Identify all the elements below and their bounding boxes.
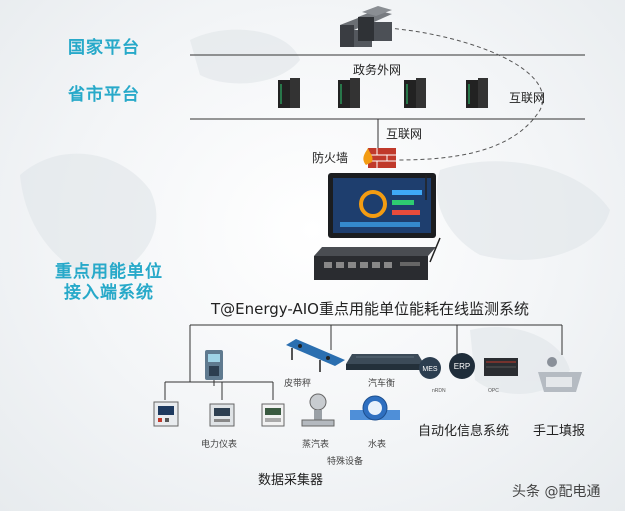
power-meter-icon <box>209 403 235 427</box>
unit-tier-label-line1: 重点用能单位 <box>55 262 163 282</box>
manual-entry-label: 手工填报 <box>533 424 586 439</box>
provincial-server-icon <box>404 78 426 108</box>
water-meter-icon <box>350 395 400 421</box>
data-collector-icon <box>205 350 223 386</box>
manual-entry-icon <box>538 357 582 392</box>
provincial-platform-label: 省市平台 <box>68 85 140 105</box>
unit-tier-label-line2: 接入端系统 <box>64 283 154 303</box>
truck-scale-icon <box>346 354 424 370</box>
firewall-icon <box>363 148 396 168</box>
server-rack-icon <box>484 358 518 376</box>
monitor-icon <box>328 173 436 238</box>
internet-label-middle: 互联网 <box>386 127 423 141</box>
gateway-device-icon <box>314 237 441 280</box>
power-meter-icon <box>261 403 285 427</box>
national-platform-label: 国家平台 <box>68 38 140 58</box>
firewall-label: 防火墙 <box>312 151 349 165</box>
internet-dashed-arc <box>387 27 544 161</box>
belt-scale-icon <box>286 339 345 372</box>
erp-logo-label: ERP <box>454 362 470 371</box>
gov-extranet-label: 政务外网 <box>353 63 402 77</box>
world-map-background <box>20 29 610 394</box>
data-collector-label: 数据采集器 <box>258 473 324 488</box>
water-meter-label: 水表 <box>368 440 387 450</box>
nrdn-logo-label: nRDN <box>432 388 446 394</box>
system-title: T@Energy-AIO重点用能单位能耗在线监测系统 <box>211 300 529 318</box>
erp-logo-icon: ERP <box>449 353 475 379</box>
steam-meter-label: 蒸汽表 <box>302 440 330 450</box>
truck-scale-label: 汽车衡 <box>368 379 396 389</box>
opc-logo-label: OPC <box>488 388 499 394</box>
mes-logo-icon: MES <box>419 357 441 379</box>
power-meter-label: 电力仪表 <box>201 440 238 450</box>
provincial-server-icon <box>466 78 488 108</box>
special-equipment-label: 特殊设备 <box>327 457 364 467</box>
national-server-icon <box>340 6 392 47</box>
internet-label-right: 互联网 <box>509 91 546 105</box>
power-meter-icon <box>153 401 179 427</box>
provincial-server-icon <box>338 78 360 108</box>
belt-scale-label: 皮带秤 <box>284 379 312 389</box>
connection-tree <box>164 324 563 400</box>
watermark: 头条 @配电通 <box>512 484 601 500</box>
automation-system-label: 自动化信息系统 <box>418 424 510 439</box>
provincial-server-icon <box>278 78 300 108</box>
mes-logo-label: MES <box>422 366 438 373</box>
steam-meter-icon <box>301 393 335 427</box>
